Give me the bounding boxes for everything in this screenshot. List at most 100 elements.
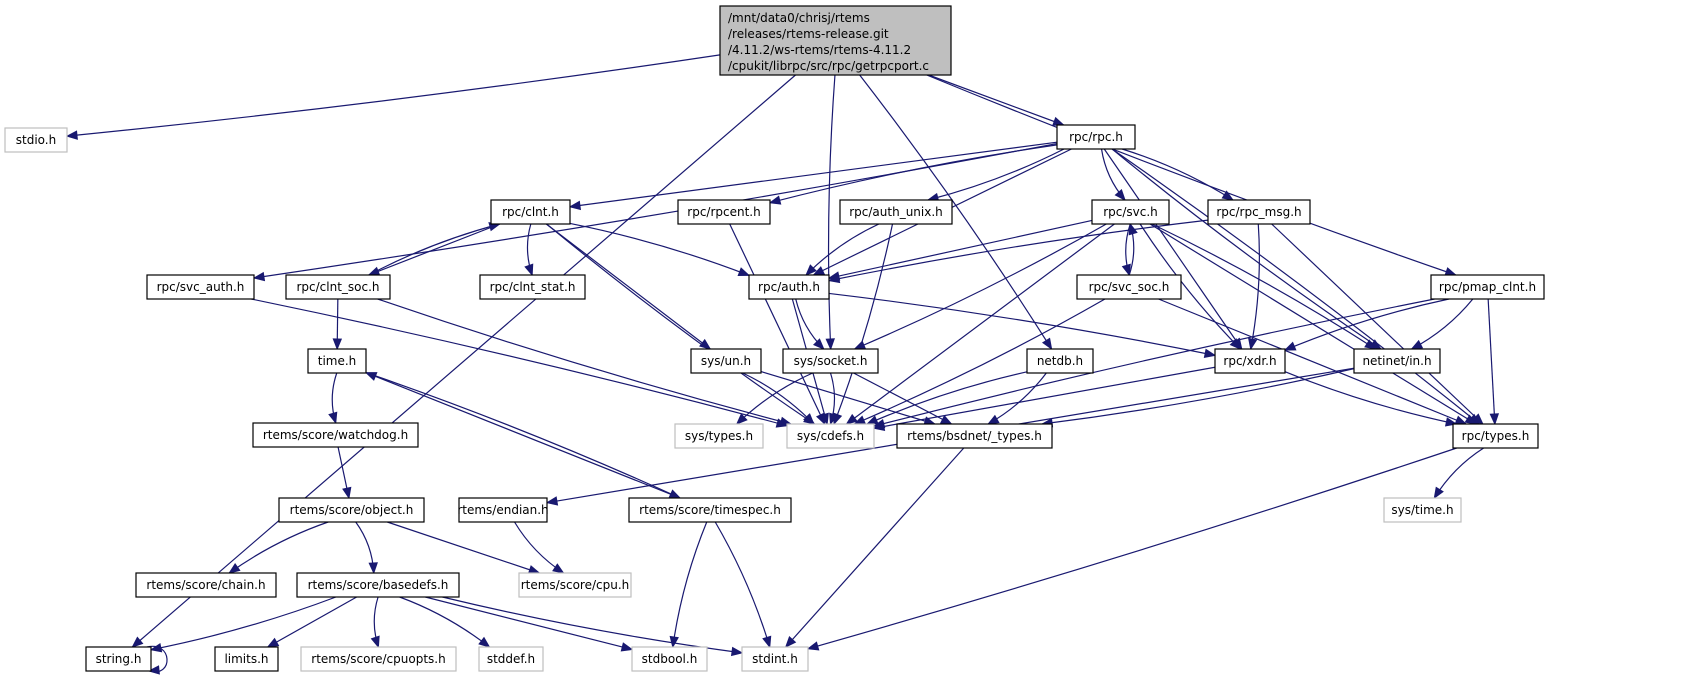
node-watchdog[interactable]: rtems/score/watchdog.h [252,422,419,448]
edge-line [546,223,815,425]
edge-line [1271,223,1484,425]
root-path-line-1: /mnt/data0/chrisj/rtems [728,11,870,25]
node-label: rpc/svc_auth.h [157,280,245,294]
node-sys-un[interactable]: sys/un.h [690,348,762,374]
arrowhead-icon [1229,338,1242,350]
node-auth-unix[interactable]: rpc/auth_unix.h [839,199,953,225]
node-string[interactable]: string.h [85,646,152,672]
edge-line [1411,298,1474,350]
node-pmap-clnt[interactable]: rpc/pmap_clnt.h [1430,274,1545,300]
arrowhead-icon [478,636,491,648]
node-rpcent[interactable]: rpc/rpcent.h [677,199,771,225]
node-rpc[interactable]: rpc/rpc.h [1056,124,1136,150]
edge-root-to-stdio [65,54,721,140]
node-object[interactable]: rtems/score/object.h [278,497,425,523]
edge-timespec-to-stdbool [669,521,708,649]
node-sys-cdefs[interactable]: sys/cdefs.h [786,423,875,449]
edge-line [569,222,750,276]
arrowhead-icon [813,338,825,350]
node-xdr[interactable]: rpc/xdr.h [1214,348,1286,374]
edge-line [807,447,1457,650]
node-netdb[interactable]: netdb.h [1026,348,1094,374]
edge-line [1250,223,1260,350]
node-label: stdint.h [752,652,798,666]
node-cpu[interactable]: rtems/score/cpu.h [518,572,632,598]
node-limits[interactable]: limits.h [214,646,279,672]
node-label: string.h [96,652,142,666]
node-label: rpc/auth_unix.h [849,205,943,219]
edge-line [769,144,1058,204]
edge-line [672,521,708,648]
arrowhead-icon [987,414,1000,425]
edge-line [66,54,721,137]
edge-timespec-to-time [364,372,681,499]
edge-svc-to-xdr [1139,223,1242,350]
edge-line [132,74,796,648]
node-basedefs[interactable]: rtems/score/basedefs.h [296,572,460,598]
node-label: rpc/pmap_clnt.h [1439,280,1536,294]
node-timespec[interactable]: rtems/score/timespec.h [628,497,792,523]
node-box [4,127,68,153]
arrowhead-icon [370,635,380,649]
edge-line [1284,371,1457,425]
node-label: stdbool.h [642,652,698,666]
root-file-node[interactable]: /mnt/data0/chrisj/rtems /releases/rtems-… [719,5,952,76]
edge-sys-socket-to-sys-cdefs [829,372,839,426]
arrowhead-icon [1283,341,1297,351]
node-cpuopts[interactable]: rtems/score/cpuopts.h [300,646,457,672]
node-box [307,348,367,374]
node-clnt[interactable]: rpc/clnt.h [490,199,571,225]
node-box [518,572,632,598]
node-label: sys/cdefs.h [797,429,864,443]
node-box [458,497,548,523]
node-netinet-in[interactable]: netinet/in.h [1353,348,1441,374]
node-endian[interactable]: rtems/endian.h [457,497,549,523]
node-box [146,274,255,300]
edge-netdb-to-sys-cdefs [865,371,1028,425]
node-label: rtems/bsdnet/_types.h [907,429,1042,443]
node-chain[interactable]: rtems/score/chain.h [135,572,277,598]
node-svc-auth[interactable]: rpc/svc_auth.h [146,274,255,300]
edge-line [828,219,1093,279]
edge-line [1139,223,1241,350]
node-clnt-stat[interactable]: rpc/clnt_stat.h [479,274,586,300]
node-sys-time[interactable]: sys/time.h [1383,497,1462,523]
node-rpc-msg[interactable]: rpc/rpc_msg.h [1207,199,1311,225]
node-box [135,572,277,598]
node-box [782,348,879,374]
node-svc[interactable]: rpc/svc.h [1091,199,1170,225]
node-stddef[interactable]: stddef.h [478,646,544,672]
edge-line [873,366,1216,429]
node-stdbool[interactable]: stdbool.h [631,646,708,672]
node-label: rtems/score/chain.h [146,578,265,592]
arrowhead-icon [825,338,835,351]
arrowhead-icon [735,413,748,425]
node-label: rpc/clnt.h [502,205,559,219]
edge-pmap-clnt-to-rpc-types [1487,298,1500,426]
node-label: rtems/score/watchdog.h [263,428,408,442]
node-sys-types[interactable]: sys/types.h [674,423,764,449]
node-label: rtems/endian.h [457,503,548,517]
edge-svc-to-netinet-in [1151,223,1377,350]
arrowhead-icon [1471,413,1484,425]
node-time[interactable]: time.h [307,348,367,374]
arrowhead-icon [228,563,241,574]
node-auth[interactable]: rpc/auth.h [748,274,830,300]
arrowhead-icon [368,562,378,575]
node-bsdnet-types[interactable]: rtems/bsdnet/_types.h [896,423,1053,449]
node-svc-soc[interactable]: rpc/svc_soc.h [1076,274,1182,300]
node-label: time.h [318,354,357,368]
arrowhead-icon [545,496,559,506]
edge-endian-to-cpu [514,521,565,574]
edge-root-to-netdb [859,74,1053,351]
node-sys-socket[interactable]: sys/socket.h [782,348,879,374]
node-stdint[interactable]: stdint.h [741,646,809,672]
arrowhead-icon [342,486,352,500]
node-clnt-soc[interactable]: rpc/clnt_soc.h [285,274,391,300]
edge-line [805,223,880,276]
edge-rpc-to-rpcent [768,144,1058,205]
node-rpc-types[interactable]: rpc/types.h [1452,423,1539,449]
node-stdio[interactable]: stdio.h [4,127,68,153]
edge-pmap-clnt-to-xdr [1283,298,1450,351]
arrowhead-icon [1410,339,1424,350]
